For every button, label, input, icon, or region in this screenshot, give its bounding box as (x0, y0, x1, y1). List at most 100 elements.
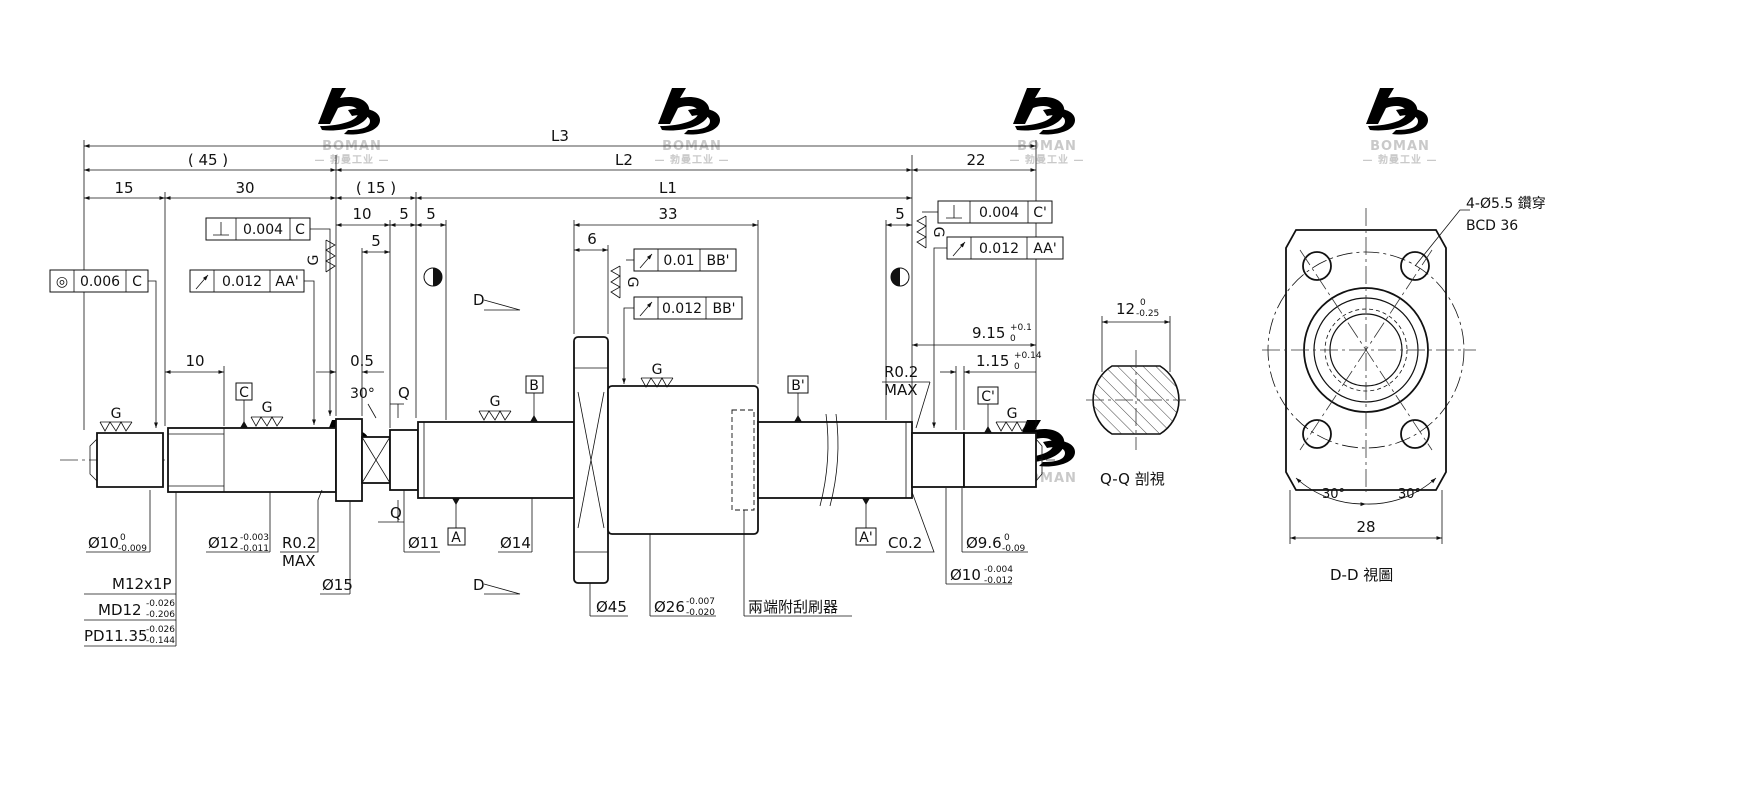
datum-a2: A' (859, 530, 872, 546)
dd-angle2: 30° (1398, 487, 1421, 502)
label-d10-right: Ø10 (950, 566, 981, 584)
gdt-runout-right-value: 0.012 (979, 241, 1019, 257)
datum-c2: C' (981, 389, 995, 405)
dim-5-right: 5 (895, 205, 905, 223)
svg-text:+0.14: +0.14 (1014, 351, 1042, 361)
label-d11: Ø11 (408, 534, 439, 552)
svg-text:-0.003: -0.003 (240, 533, 269, 543)
svg-text:0: 0 (1014, 362, 1020, 372)
dd-bcd: BCD 36 (1466, 218, 1518, 234)
angle-30: 30° (350, 386, 375, 402)
watermark-text: BOMAN (322, 139, 382, 154)
svg-text:BB': BB' (712, 301, 735, 317)
svg-text:G: G (262, 400, 273, 416)
dim-l2: L2 (615, 151, 633, 169)
dd-width: 28 (1356, 518, 1375, 536)
svg-text:AA': AA' (1033, 241, 1056, 257)
svg-text:0: 0 (1140, 298, 1146, 308)
balance-marks (423, 267, 910, 287)
svg-text:-0.026: -0.026 (146, 625, 175, 635)
dim-22: 22 (966, 151, 985, 169)
svg-text:G: G (490, 394, 501, 410)
watermark-sub: — 勃曼工业 — (1010, 153, 1085, 166)
svg-text:G: G (652, 362, 663, 378)
dim-l3: L3 (551, 127, 569, 145)
label-md12: MD12 (98, 601, 142, 619)
svg-text:G: G (111, 406, 122, 422)
dd-holes: 4-Ø5.5 鑽穿 (1466, 196, 1546, 212)
watermark-text: BOMAN (1370, 139, 1430, 154)
watermark-sub: — 勃曼工业 — (315, 153, 390, 166)
dim-10a: 10 (352, 205, 371, 223)
dim-5b: 5 (426, 205, 436, 223)
dim-10b: 10 (185, 352, 204, 370)
svg-text:+0.1: +0.1 (1010, 323, 1032, 333)
svg-text:BB': BB' (706, 253, 729, 269)
gdt-runout-left-value: 0.012 (222, 274, 262, 290)
label-m12: M12x1P (112, 575, 172, 593)
svg-text:MAX: MAX (884, 381, 917, 399)
svg-text:G: G (1007, 406, 1018, 422)
watermark-sub: — 勃曼工业 — (1363, 153, 1438, 166)
dim-15: 15 (114, 179, 133, 197)
grind-marks: G G G G G G G G (99, 215, 1029, 432)
label-c02: C0.2 (888, 534, 922, 552)
svg-text:MAX: MAX (282, 552, 315, 570)
watermark-sub: — 勃曼工业 — (655, 153, 730, 166)
datum-markers: C B B' C' A A' (235, 375, 999, 546)
label-d45: Ø45 (596, 598, 627, 616)
label-pd: PD11.35 (84, 627, 148, 645)
dim-6: 6 (587, 230, 597, 248)
section-dd-view: 4-Ø5.5 鑽穿 BCD 36 30° 30° 28 D-D 視圖 (1262, 196, 1546, 584)
svg-text:-0.012: -0.012 (984, 576, 1013, 586)
screw-shaft (89, 336, 1043, 584)
datum-c: C (239, 385, 249, 401)
svg-text:0: 0 (1010, 334, 1016, 344)
dimension-lines-top: L3 ( 45 ) L2 22 15 30 ( 15 ) L1 10 5 5 5… (83, 127, 1042, 430)
svg-text:0: 0 (120, 533, 126, 543)
svg-text:-0.011: -0.011 (240, 544, 269, 554)
svg-text:-0.026: -0.026 (146, 599, 175, 609)
gdt-nut-runout2-value: 0.012 (662, 301, 702, 317)
dim-30: 30 (235, 179, 254, 197)
label-wiper: 兩端附刮刷器 (748, 598, 838, 616)
label-d96: Ø9.6 (966, 534, 1002, 552)
label-d14: Ø14 (500, 534, 531, 552)
label-d10: Ø10 (88, 534, 119, 552)
watermark-text: BOMAN (662, 139, 722, 154)
dim-33: 33 (658, 205, 677, 223)
qq-width: 12 (1116, 300, 1135, 318)
svg-text:0: 0 (1004, 533, 1010, 543)
svg-text:C': C' (1033, 205, 1047, 221)
label-d15: Ø15 (322, 576, 353, 594)
dim-15p: ( 15 ) (356, 179, 396, 197)
svg-text:◎: ◎ (56, 274, 68, 290)
gdt-frames: ◎ 0.006 C 0.012 AA' 0.004 C 0.01 BB' 0.0 (49, 200, 1064, 428)
svg-text:Q: Q (398, 384, 410, 402)
dim-5c: 5 (371, 232, 381, 250)
section-q-marks: Q Q 30° (350, 384, 410, 523)
svg-text:-0.007: -0.007 (686, 597, 715, 607)
svg-text:Q: Q (390, 504, 402, 522)
dim-45: ( 45 ) (188, 151, 228, 169)
dim-5a: 5 (399, 205, 409, 223)
svg-text:G: G (624, 277, 640, 288)
svg-text:-0.25: -0.25 (1136, 309, 1159, 319)
dim-115: 1.15 (976, 352, 1009, 370)
svg-text:G: G (306, 255, 322, 266)
dim-915: 9.15 (972, 324, 1005, 342)
dd-angle1: 30° (1322, 487, 1345, 502)
dd-caption: D-D 視圖 (1330, 566, 1393, 584)
svg-text:D: D (473, 576, 485, 594)
svg-text:-0.020: -0.020 (686, 608, 715, 618)
gdt-perp-right-value: 0.004 (979, 205, 1019, 221)
datum-b: B (529, 378, 539, 394)
section-qq-view: 12 0 -0.25 Q-Q 剖視 (1086, 298, 1186, 488)
watermark-text: BOMAN (1017, 139, 1077, 154)
gdt-conc-value: 0.006 (80, 274, 120, 290)
datum-a: A (451, 530, 461, 546)
bottom-dimension-labels: Ø10 0 -0.009 Ø12 -0.003 -0.011 R0.2 MAX … (84, 363, 1028, 647)
datum-b2: B' (791, 378, 804, 394)
svg-text:C: C (295, 222, 305, 238)
section-d-marks: D D (473, 291, 521, 595)
